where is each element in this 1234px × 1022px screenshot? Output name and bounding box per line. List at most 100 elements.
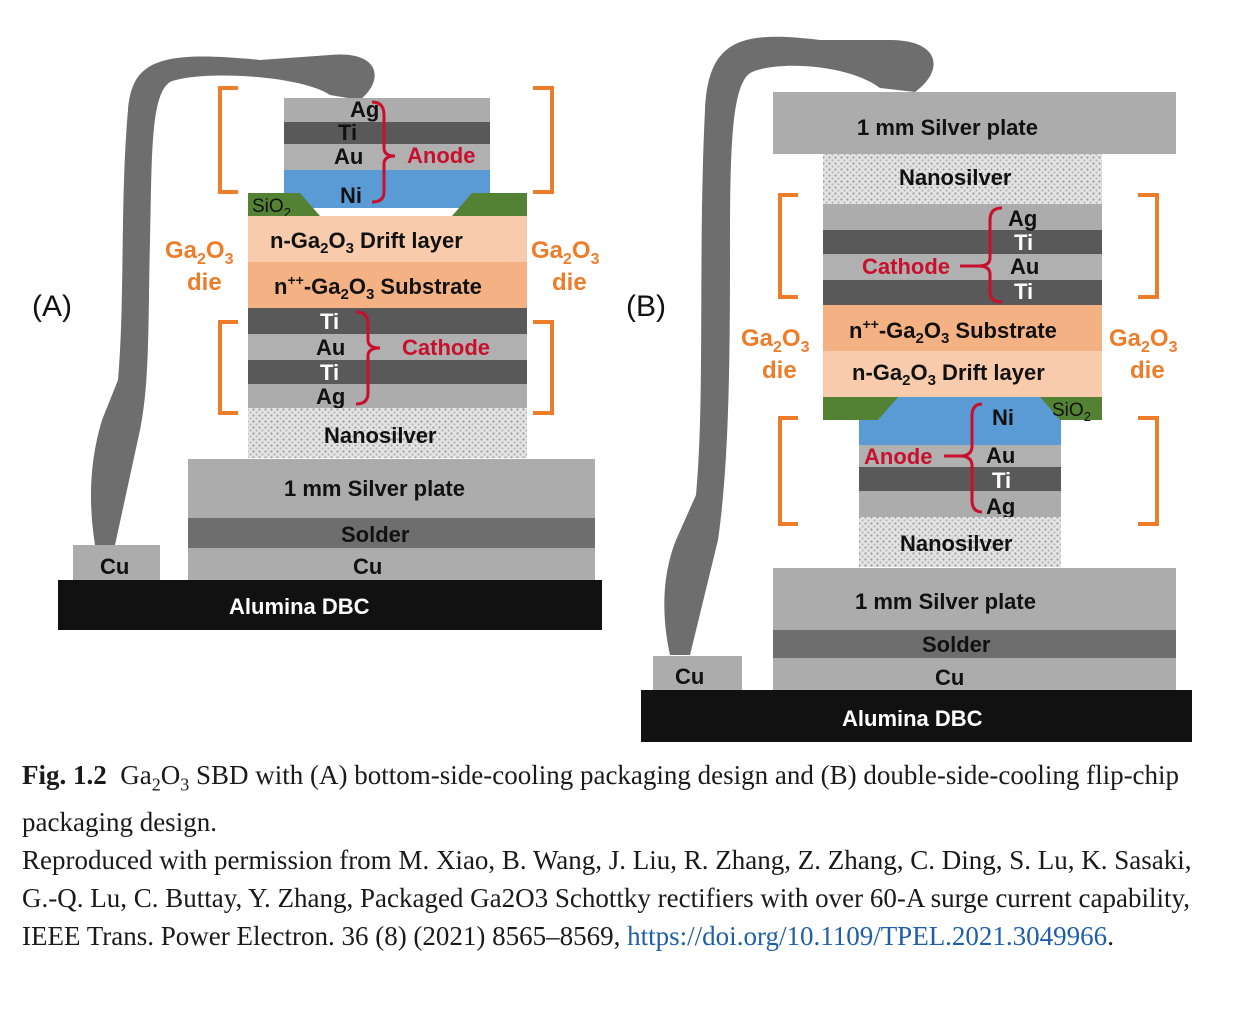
label-cu-side-b: Cu: [675, 664, 704, 689]
label-nanosilver: Nanosilver: [324, 423, 437, 448]
layer-drift: [248, 216, 527, 262]
label-silver-plate-bot-b: 1 mm Silver plate: [855, 589, 1036, 614]
layer-sio2-right-b: [1040, 397, 1102, 420]
layer-dbc: [58, 580, 602, 630]
layer-cu-side: [73, 545, 160, 580]
layer-nanosilver-top: [823, 154, 1102, 204]
credit-text: Reproduced with permission from M. Xiao,…: [22, 845, 1192, 952]
layer-cu-main: [188, 548, 595, 580]
die-label-right-a-2: die: [552, 269, 587, 296]
anode-label-a: Anode: [407, 143, 475, 168]
anode-brace-a: [371, 100, 396, 204]
layer-drift-b: [823, 351, 1102, 397]
layer-au-bot: [248, 334, 527, 360]
layer-silver-plate-bot-b: [773, 568, 1176, 630]
caption-credit: Reproduced with permission from M. Xiao,…: [22, 841, 1212, 955]
doi-link[interactable]: https://doi.org/10.1109/TPEL.2021.304996…: [627, 921, 1108, 952]
panel-a-label: (A): [32, 290, 72, 323]
label-sio2-b: SiO2: [1052, 400, 1091, 424]
layer-cu-main-b: [773, 658, 1176, 690]
label-au-top-b: Au: [1010, 254, 1039, 279]
layer-solder-b: [773, 630, 1176, 658]
label-ag-bot-b: Ag: [986, 494, 1015, 519]
layer-silver-plate-top: [773, 92, 1176, 154]
layer-nanosilver-bot-b: [859, 517, 1061, 567]
caption-sub-2: 2: [151, 774, 161, 795]
layer-ag-bot: [248, 384, 527, 408]
layer-ti-bot-b: [859, 467, 1061, 491]
panel-b: (B) 1 mm Silver plate Nanosilver Ag Ti A…: [626, 36, 1192, 742]
label-sio2: SiO2: [252, 196, 291, 220]
layer-ti-2-b: [823, 280, 1102, 305]
caption-line: Fig. 1.2 Ga2O3 SBD with (A) bottom-side-…: [22, 756, 1212, 841]
layer-ti-1: [248, 308, 527, 334]
label-solder: Solder: [341, 522, 410, 547]
layer-ag-top-b: [823, 204, 1102, 230]
die-bracket-left-bot-b: [778, 416, 798, 526]
label-ti-1: Ti: [320, 309, 339, 334]
caption-sub-3: 3: [180, 774, 190, 795]
label-ti-1-b: Ti: [1014, 230, 1033, 255]
label-cu-main-b: Cu: [935, 665, 964, 690]
layer-nanosilver: [248, 408, 527, 458]
doi-end: .: [1107, 921, 1114, 952]
layer-substrate: [248, 262, 527, 308]
label-nanosilver-top: Nanosilver: [899, 165, 1012, 190]
label-nanosilver-bot-b: Nanosilver: [900, 531, 1013, 556]
label-ni: Ni: [340, 183, 362, 208]
label-ni-b: Ni: [992, 405, 1014, 430]
layer-ni: [284, 170, 490, 208]
layer-sio2-left-b: [823, 397, 898, 420]
die-bracket-left-top-b: [778, 193, 798, 299]
die-label-right-b: Ga2O3: [1109, 325, 1178, 356]
label-au-bot: Au: [316, 335, 345, 360]
die-bracket-left-top-a: [218, 86, 238, 194]
label-solder-b: Solder: [922, 632, 991, 657]
cathode-label-a: Cathode: [402, 335, 490, 360]
layer-dbc-b: [641, 690, 1192, 742]
label-ti-2: Ti: [320, 360, 339, 385]
panel-b-label: (B): [626, 290, 666, 323]
label-dbc: Alumina DBC: [229, 594, 370, 619]
layer-cu-side-b: [653, 656, 742, 690]
label-silver-plate-top: 1 mm Silver plate: [857, 115, 1038, 140]
label-substrate-b: n++-Ga2O3 Substrate: [849, 316, 1057, 347]
label-dbc-b: Alumina DBC: [842, 706, 983, 731]
panel-a: (A) Ag Ti Au Ni SiO2 Anode n-Ga2O3 Drift…: [32, 54, 602, 630]
die-bracket-right-top-b: [1138, 193, 1159, 299]
anode-label-b: Anode: [864, 444, 932, 469]
label-drift: n-Ga2O3 Drift layer: [270, 228, 463, 257]
cathode-label-b: Cathode: [862, 254, 950, 279]
label-ti-bot-b: Ti: [992, 468, 1011, 493]
die-bracket-right-top-a: [533, 86, 554, 194]
layer-substrate-b: [823, 305, 1102, 351]
die-label-left-a-2: die: [187, 269, 222, 296]
figure-number: Fig. 1.2: [22, 760, 107, 790]
die-bracket-right-bot-b: [1138, 416, 1159, 526]
die-label-left-b-2: die: [762, 357, 797, 384]
label-cu-side: Cu: [100, 554, 129, 579]
bond-wire-a: [90, 54, 375, 545]
label-au-top: Au: [334, 144, 363, 169]
die-label-right-b-2: die: [1130, 357, 1165, 384]
layer-ni-b: [859, 397, 1061, 445]
figure-caption: Fig. 1.2 Ga2O3 SBD with (A) bottom-side-…: [22, 756, 1212, 955]
bond-wire-b: [664, 36, 934, 656]
layer-ag-bot-b: [859, 491, 1061, 517]
layer-silver-plate: [188, 459, 595, 518]
layer-ti-2: [248, 360, 527, 384]
label-ag-bot: Ag: [316, 384, 345, 409]
caption-text: SBD with (A) bottom-side-cooling packagi…: [22, 760, 1180, 838]
die-label-left-a: Ga2O3: [165, 237, 234, 268]
label-au-bot-b: Au: [986, 443, 1015, 468]
caption-ga: Ga: [120, 760, 152, 790]
layer-sio2-left: [248, 193, 320, 216]
cathode-brace-a: [355, 310, 381, 406]
layer-solder: [188, 518, 595, 548]
label-cu-main: Cu: [353, 554, 382, 579]
label-ag-top-b: Ag: [1008, 206, 1037, 231]
layer-ag-top: [284, 98, 490, 122]
layer-ti-1-b: [823, 230, 1102, 254]
die-label-left-b: Ga2O3: [741, 325, 810, 356]
caption-o: O: [160, 760, 181, 790]
